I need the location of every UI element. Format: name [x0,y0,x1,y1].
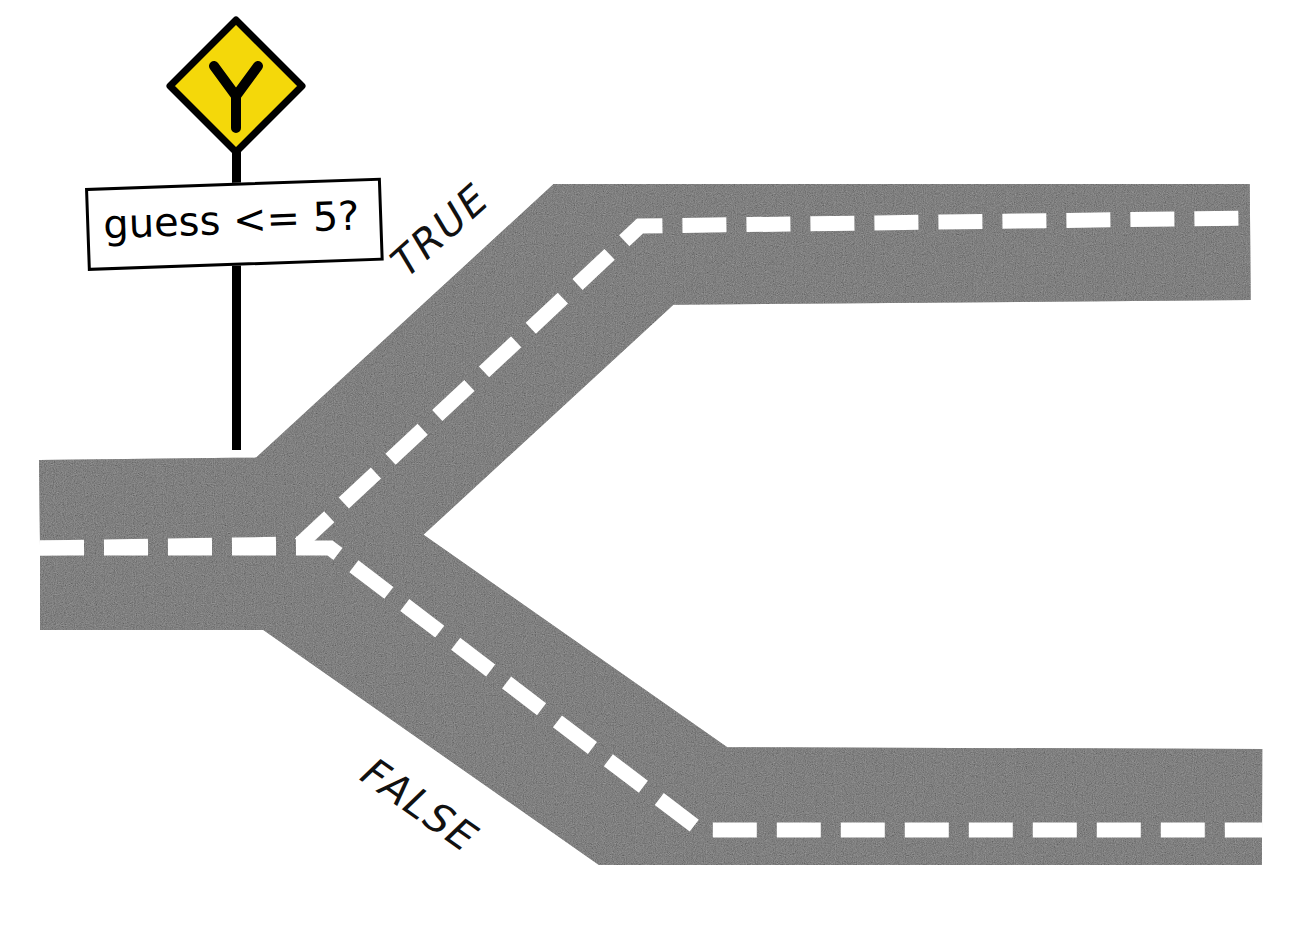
warning-sign [170,20,302,152]
asphalt [40,215,1262,834]
fork-symbol [214,66,258,128]
condition-text: guess <= 5? [102,191,360,248]
lower-center-line [40,548,1262,830]
lower-road [40,545,1262,834]
upper-center-line [40,218,1250,548]
sign-label-box: guess <= 5? [85,178,384,271]
